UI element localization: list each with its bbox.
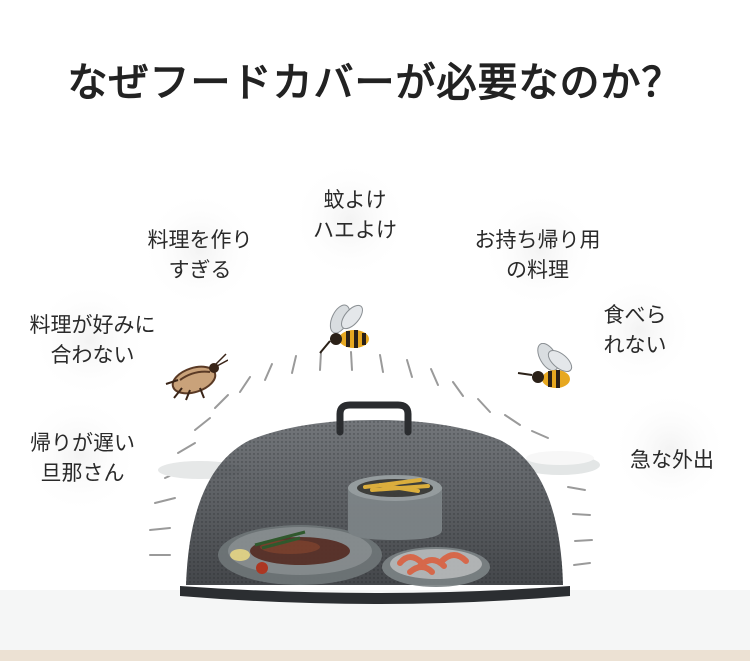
bee-icon xyxy=(319,304,369,354)
cockroach-icon xyxy=(165,353,228,401)
reason-line: すぎる xyxy=(168,258,232,282)
reason-line: れない xyxy=(603,333,667,357)
reason-late-husband: 帰りが遅い 旦那さん xyxy=(10,428,155,488)
reason-line: 急な外出 xyxy=(630,448,714,472)
reason-line: 蚊よけ xyxy=(323,188,387,212)
page-title: なぜフードカバーが必要なのか？ xyxy=(67,60,683,106)
reason-line: 帰りが遅い xyxy=(30,431,135,455)
background-halos xyxy=(20,160,730,515)
reason-line: 合わない xyxy=(50,343,135,367)
reason-not-preferred: 料理が好みに 合わない xyxy=(10,310,175,370)
reason-sudden-outing: 急な外出 xyxy=(612,445,732,475)
reason-line: 食べら xyxy=(603,303,667,327)
reason-line: 料理が好みに xyxy=(29,313,156,337)
reason-line: ハエよけ xyxy=(313,218,397,242)
bee-icon xyxy=(517,343,573,388)
reason-line: お持ち帰り用 xyxy=(474,228,601,252)
reason-line: の料理 xyxy=(506,258,569,282)
radiating-lines xyxy=(149,351,593,566)
reason-line: 旦那さん xyxy=(40,461,125,485)
reason-insects: 蚊よけ ハエよけ xyxy=(290,185,420,245)
plates xyxy=(218,475,490,587)
reason-cannot-eat: 食べら れない xyxy=(585,300,685,360)
reason-line: 料理を作り xyxy=(147,228,253,252)
reason-takeout: お持ち帰り用 の料理 xyxy=(455,225,620,285)
reason-too-much-food: 料理を作り すぎる xyxy=(125,225,275,285)
